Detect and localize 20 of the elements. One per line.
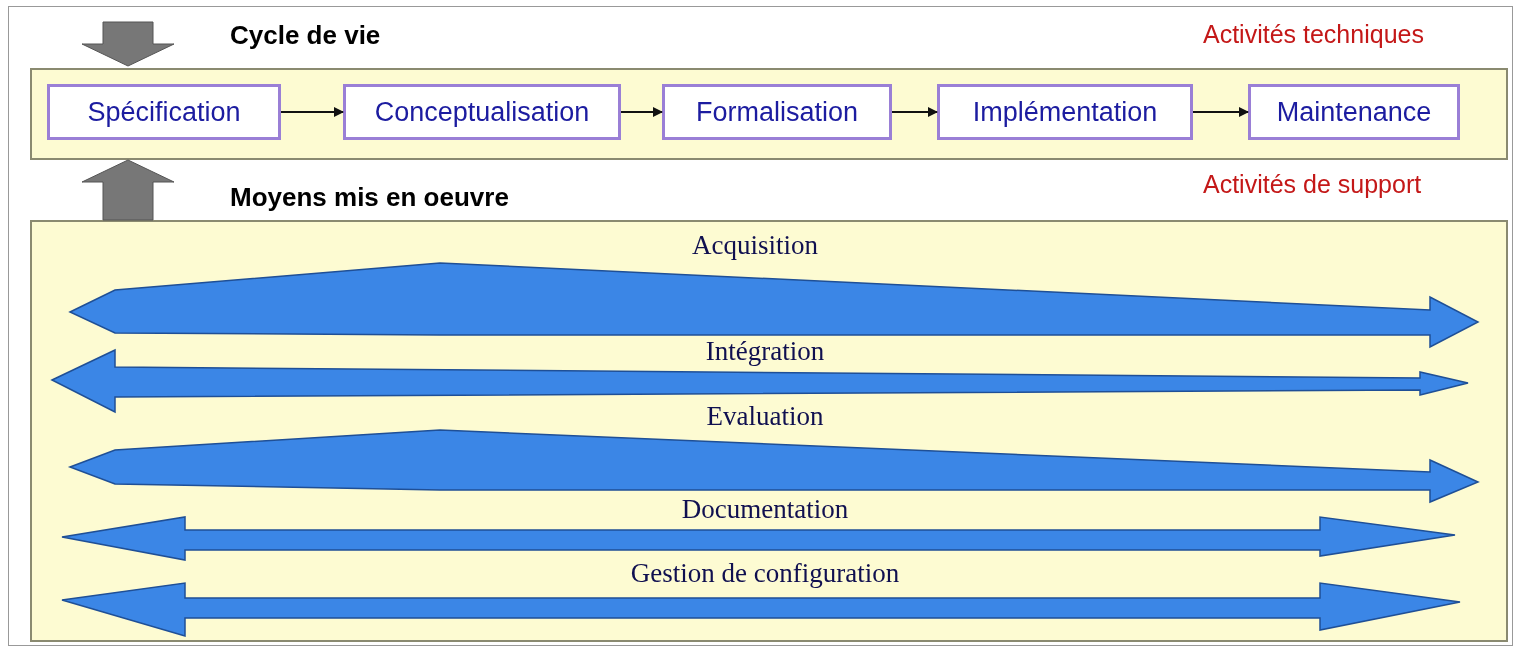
process-box: Maintenance bbox=[1248, 84, 1460, 140]
activity-label: Intégration bbox=[705, 336, 825, 367]
band-heading: Moyens mis en oeuvre bbox=[230, 182, 509, 213]
activity-label: Gestion de configuration bbox=[630, 558, 900, 589]
arrow bbox=[620, 107, 663, 117]
process-box: Formalisation bbox=[662, 84, 892, 140]
block-arrow bbox=[81, 21, 175, 67]
section-label: Activités de support bbox=[1203, 170, 1422, 199]
block-arrow bbox=[81, 159, 175, 221]
arrow bbox=[1192, 107, 1249, 117]
activity-label: Documentation bbox=[681, 494, 849, 525]
process-box: Conceptualisation bbox=[343, 84, 621, 140]
band-heading: Cycle de vie bbox=[230, 20, 381, 51]
section-label: Activités techniques bbox=[1203, 20, 1424, 49]
process-box: Implémentation bbox=[937, 84, 1193, 140]
activity-label: Acquisition bbox=[692, 230, 818, 261]
arrow bbox=[280, 107, 344, 117]
activity-label: Evaluation bbox=[706, 401, 824, 432]
process-box: Spécification bbox=[47, 84, 281, 140]
arrow bbox=[891, 107, 938, 117]
